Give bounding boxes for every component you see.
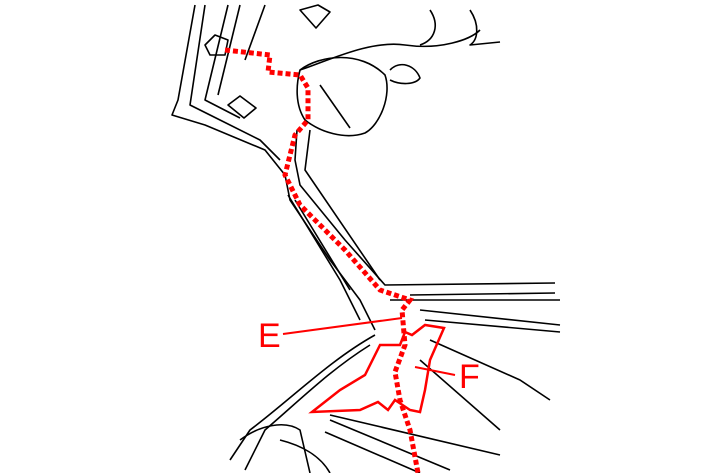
label-e-leader-line (282, 317, 403, 335)
wiring-route-dashed-path (224, 47, 421, 473)
callout-label-e: E (258, 317, 281, 355)
label-f-leader-line (414, 366, 456, 376)
body-outline-lines (171, 4, 561, 473)
highlighted-region-outline (308, 323, 446, 414)
callout-label-f: F (459, 358, 480, 396)
